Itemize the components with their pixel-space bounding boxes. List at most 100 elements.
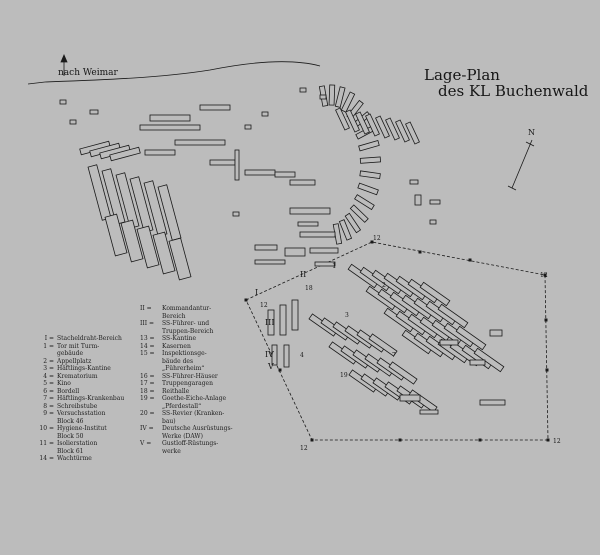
crescent-barrack <box>365 113 380 137</box>
marker-label: 3 <box>345 312 349 319</box>
legend-entry: 9 =Versuchsstation <box>30 410 124 418</box>
legend-entry: werke <box>140 448 233 456</box>
small-building <box>59 99 67 105</box>
crescent-barrack <box>358 140 380 152</box>
prisoner-barrack <box>473 347 505 373</box>
crescent-barrack <box>375 115 390 139</box>
camp-building <box>267 309 275 336</box>
legend-text: Appellplatz <box>57 357 92 365</box>
legend-entry: 4 =Krematorium <box>30 373 124 381</box>
legend-entry: Block 61 <box>30 448 124 456</box>
crescent-barrack <box>340 91 356 113</box>
legend-code: 19 = <box>140 395 155 402</box>
legend-text: Werke (DAW) <box>162 432 203 440</box>
legend-code: 16 = <box>140 372 155 380</box>
legend-code: 20 = <box>140 410 155 417</box>
small-building <box>319 94 327 100</box>
legend-text: Stacheldraht-Bereich <box>57 335 122 342</box>
crescent-barrack <box>354 194 375 211</box>
legend-text: Kasernen <box>162 342 191 350</box>
legend-entry: Truppen-Bereich <box>140 328 233 336</box>
legend-text: Gustloff-Rüstungs- <box>162 440 219 447</box>
camp-building <box>291 299 299 331</box>
marker-label: 18 <box>305 285 313 292</box>
legend-code: I = <box>44 335 54 342</box>
legend-text: SS-Führer- und <box>162 320 210 327</box>
camp-building <box>271 344 278 366</box>
watch-tower <box>244 298 248 302</box>
legend-text: Versuchsstation <box>57 410 106 417</box>
marker-label: 12 <box>540 272 548 279</box>
legend-text: Block 61 <box>57 447 84 455</box>
marker-label: 4 <box>300 352 304 359</box>
crescent-barrack <box>334 86 346 108</box>
command-building <box>289 179 316 186</box>
marker-label: 12 <box>260 302 268 309</box>
legend-text: Inspektionsge- <box>162 350 207 357</box>
legend-code: 2 = <box>43 357 54 365</box>
legend-entry: 6 =Bordell <box>30 388 124 396</box>
legend-entry: „Pferdestall“ <box>140 403 233 411</box>
legend-text: Goethe-Eiche-Anlage <box>162 395 226 402</box>
watch-tower <box>468 258 472 262</box>
legend-code: 5 = <box>43 380 54 387</box>
legend-entry: 7 =Häftlings-Krankenbau <box>30 395 124 403</box>
command-building <box>144 149 176 156</box>
small-building <box>232 211 240 217</box>
ss-barrack <box>104 213 128 257</box>
legend-text: bau) <box>162 417 176 425</box>
legend-text: Block 50 <box>57 432 84 440</box>
legend-text: Isolierstation <box>57 440 98 447</box>
legend-entry: 15 =Inspektionsge- <box>140 350 233 358</box>
legend-text: Truppengaragen <box>162 380 213 387</box>
ss-barrack <box>168 237 192 281</box>
watch-tower <box>546 438 550 442</box>
camp-building <box>489 329 503 337</box>
watch-tower <box>478 438 482 442</box>
command-building <box>244 169 276 176</box>
ss-barrack <box>152 231 176 275</box>
crescent-barrack <box>395 119 410 143</box>
service-building <box>254 244 278 251</box>
legend-entry: 3 =Häftlings-Kantine <box>30 365 124 373</box>
legend-text: Bereich <box>162 312 186 320</box>
prisoner-barrack <box>419 281 451 307</box>
marker-label: 12 <box>373 235 381 242</box>
marker-label: 12 <box>300 445 308 452</box>
legend-entry: 20 =SS-Revier (Kranken- <box>140 410 233 418</box>
service-building <box>297 221 319 227</box>
watch-tower <box>418 250 422 254</box>
legend-entry: „Führerheim“ <box>140 365 233 373</box>
legend-code: 14 = <box>140 342 155 350</box>
legend-entry: Block 50 <box>30 433 124 441</box>
legend-code: 6 = <box>43 387 54 395</box>
legend-text: Hygiene-Institut <box>57 425 107 432</box>
command-building <box>139 124 201 131</box>
legend-code: 9 = <box>43 410 54 417</box>
legend-text: Krematorium <box>57 372 98 380</box>
camp-fence <box>245 241 549 441</box>
prisoner-barrack <box>368 333 398 357</box>
legend-entry: 11 =Isolierstation <box>30 440 124 448</box>
camp-building <box>439 339 459 346</box>
watch-tower <box>278 368 282 372</box>
legend-text: Wachtürme <box>57 455 92 462</box>
legend-code: IV = <box>140 425 154 432</box>
watch-tower <box>398 438 402 442</box>
building <box>109 146 141 162</box>
legend-code: 3 = <box>43 365 54 372</box>
map-title-line-1: Lage-Plan <box>424 66 500 84</box>
crescent-barrack <box>338 219 353 241</box>
crescent-barrack <box>359 170 381 180</box>
road-to-weimar <box>27 61 321 85</box>
legend-entry: 10 =Hygiene-Institut <box>30 425 124 433</box>
prisoner-barrack <box>437 303 469 329</box>
crescent-barrack <box>357 182 379 196</box>
service-building <box>284 247 306 257</box>
crescent-barrack <box>359 156 381 164</box>
camp-building <box>469 359 486 366</box>
weimar-arrow <box>60 53 68 76</box>
map-title-line-2: des KL Buchenwald <box>438 82 589 100</box>
